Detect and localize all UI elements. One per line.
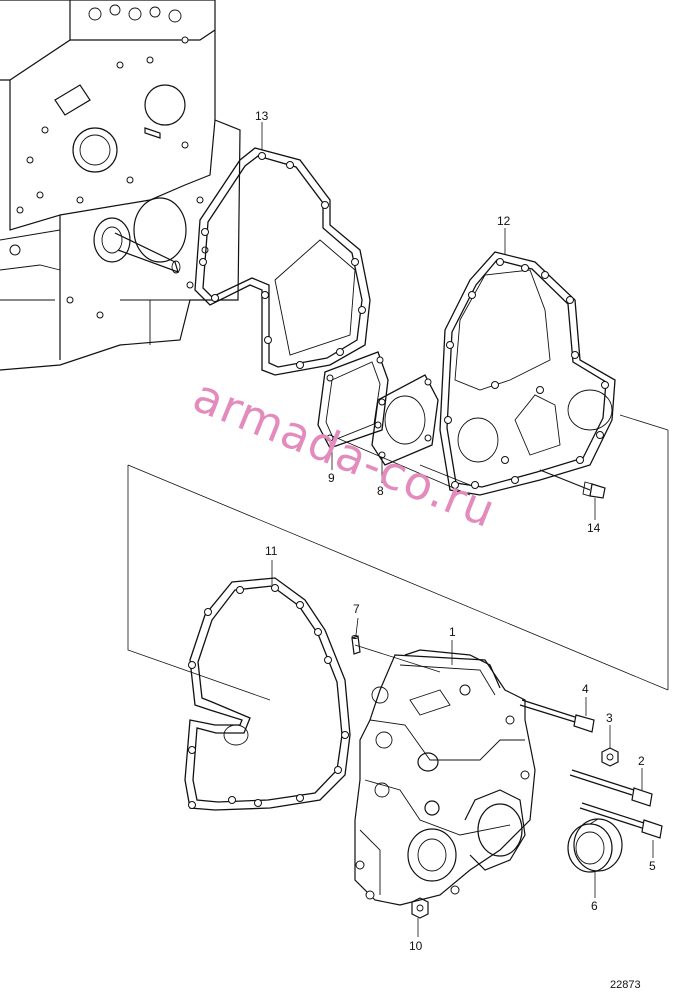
nut-3 [601, 747, 619, 767]
bolt-5 [579, 802, 663, 839]
timing-cover-1 [354, 649, 536, 906]
gasket-12 [439, 251, 616, 496]
part-label-9: 9 [328, 471, 335, 485]
part-label-12: 12 [497, 214, 511, 228]
seal-6 [567, 818, 623, 873]
leader-lines [127, 122, 669, 937]
part-labels: 13 12 9 8 14 11 7 1 4 3 2 5 6 10 [255, 109, 656, 953]
part-label-7: 7 [353, 602, 360, 616]
bolt-14 [539, 469, 606, 499]
part-label-10: 10 [409, 939, 423, 953]
gasket-13 [194, 147, 371, 376]
engine-block [0, 0, 241, 371]
part-label-11: 11 [265, 544, 278, 558]
part-label-1: 1 [449, 625, 456, 639]
gasket-11 [184, 577, 351, 811]
figure-id: 22873 [610, 979, 641, 991]
watermark-text: armada-co.ru [186, 368, 503, 538]
part-label-3: 3 [606, 711, 613, 725]
part-label-2: 2 [638, 754, 645, 768]
part-label-4: 4 [582, 682, 589, 696]
part-label-13: 13 [255, 109, 269, 123]
bolt-2 [569, 769, 653, 807]
part-label-8: 8 [377, 484, 384, 498]
part-label-14: 14 [587, 521, 601, 535]
part-label-6: 6 [591, 899, 598, 913]
dowel-pin-7 [351, 635, 361, 655]
bolt-4 [519, 699, 595, 733]
part-label-5: 5 [649, 859, 656, 873]
gasket-9 [317, 351, 389, 449]
nut-10 [411, 897, 429, 919]
